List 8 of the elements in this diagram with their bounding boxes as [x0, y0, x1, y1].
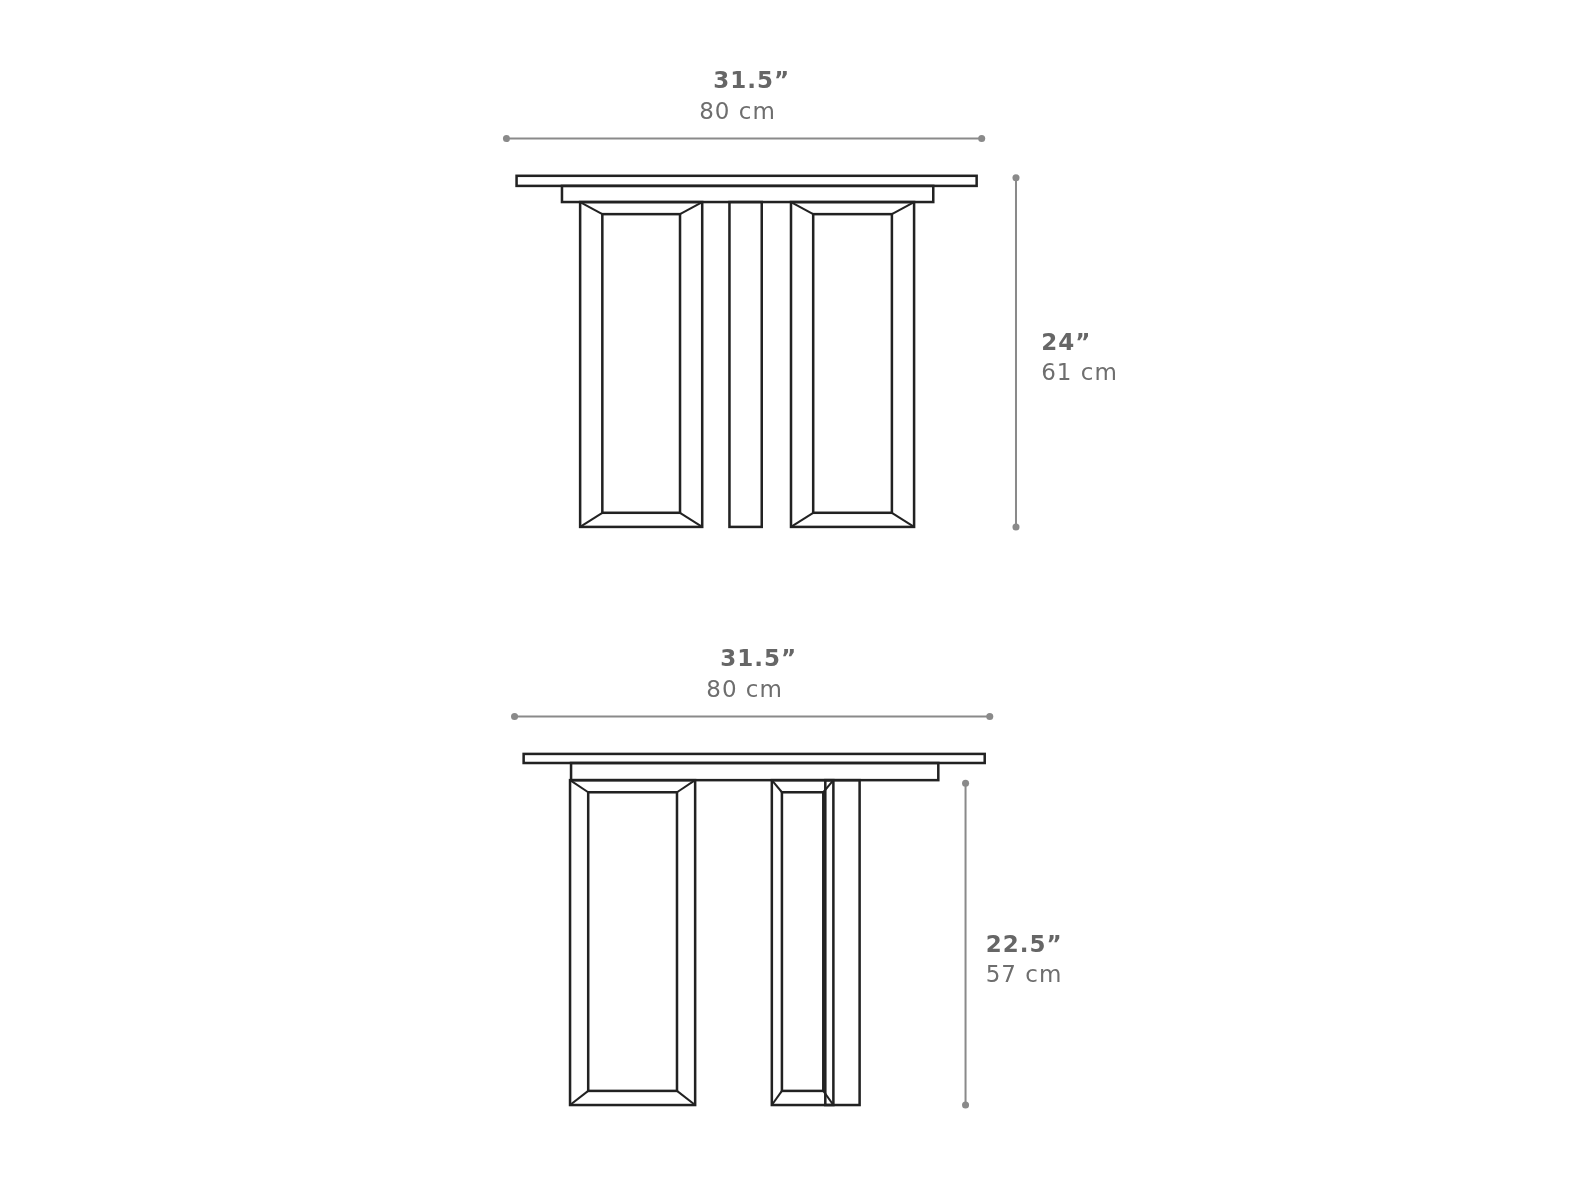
dimension-label: 80 cm	[706, 678, 783, 701]
dimension-label: 22.5”	[985, 933, 1063, 957]
dimension-label: 31.5”	[713, 68, 791, 92]
dimension-label: 24”	[1041, 330, 1092, 354]
dimension-label: 61 cm	[1041, 361, 1118, 385]
dimension-label: 31.5”	[720, 646, 798, 670]
dimension-label: 57 cm	[985, 962, 1063, 986]
dimension-label: 80 cm	[699, 99, 776, 123]
